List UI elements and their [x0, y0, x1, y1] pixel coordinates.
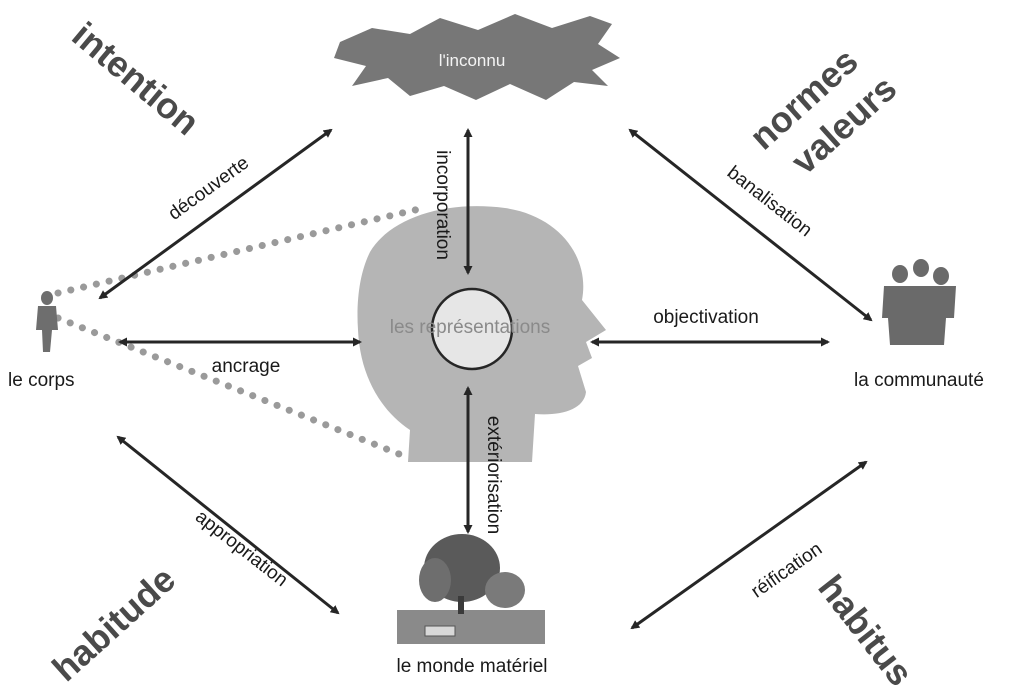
- label-appropriation: appropriation: [191, 506, 291, 591]
- label-ancrage: ancrage: [212, 356, 281, 377]
- arrow-banalisation: [628, 128, 873, 322]
- label-exteriorisation: extériorisation: [483, 416, 504, 534]
- quadrant-intention: intention: [65, 14, 208, 143]
- body-figure-icon: [36, 291, 58, 352]
- gaze-line-bottom: [54, 314, 408, 460]
- arrow-reification: [630, 460, 868, 630]
- quadrant-habitude: habitude: [44, 558, 183, 689]
- cloud-label: l'inconnu: [439, 51, 506, 70]
- bottom-node-label: le monde matériel: [396, 656, 547, 677]
- label-objectivation: objectivation: [653, 307, 759, 328]
- cloud-shape: [334, 14, 620, 100]
- label-incorporation: incorporation: [432, 150, 453, 260]
- material-world-scene-icon: [397, 534, 545, 644]
- quadrant-habitus: habitus: [810, 567, 921, 693]
- right-node-label: la communauté: [854, 370, 984, 391]
- community-figure-icon: [882, 259, 956, 345]
- mind-circle: [430, 287, 514, 371]
- arrow-appropriation: [116, 435, 340, 615]
- label-decouverte: découverte: [165, 152, 253, 224]
- center-label: les représentations: [390, 317, 551, 338]
- left-node-label: le corps: [8, 370, 75, 391]
- arrow-decouverte: [98, 128, 333, 300]
